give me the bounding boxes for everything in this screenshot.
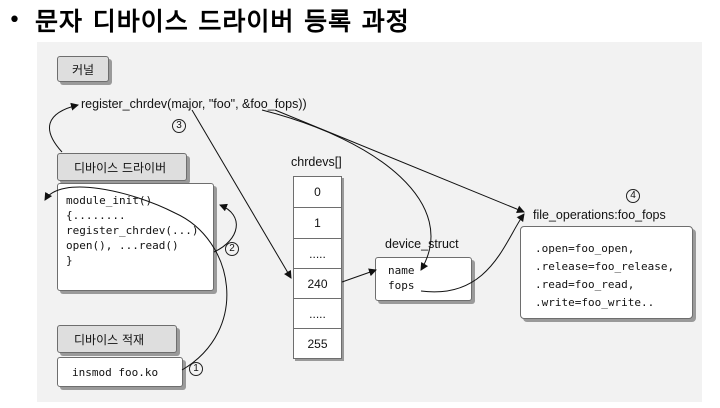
arrow-fops-field-to-fileops [420,213,525,293]
loader-command-box: insmod foo.ko [57,357,183,387]
slide-title: 문자 디바이스 드라이버 등록 과정 [34,7,410,36]
step-4-badge: 4 [626,189,640,203]
fops-entry: .write=foo_write.. [535,296,655,309]
device-struct-label: device_struct [385,237,459,251]
arrow-insmod-to-driver [44,186,228,371]
device-struct-field: fops [388,279,415,292]
arrow-chrdevs-to-struct [341,268,377,283]
chrdevs-cell: 240 [294,269,341,299]
code-line: } [66,254,73,267]
chrdevs-cell: ..... [294,299,341,329]
chrdevs-cell: 1 [294,208,341,239]
driver-label-box: 디바이스 드라이버 [57,153,187,181]
step-1-badge: 1 [189,362,203,376]
fops-entry: .release=foo_release, [535,260,675,273]
fops-entry: .read=foo_read, [535,278,635,291]
code-line: {........ [66,209,126,222]
code-line: open(), ...read() [66,239,179,252]
step-3-badge: 3 [172,119,186,133]
chrdevs-cell: 0 [294,177,341,208]
file-operations-box: .open=foo_open, .release=foo_release, .r… [520,226,693,319]
chrdevs-array: 0 1 ..... 240 ..... 255 [293,176,342,359]
loader-label-box: 디바이스 적재 [57,325,177,353]
chrdevs-cell: 255 [307,336,328,351]
code-line: module_init() [66,194,153,207]
bullet-icon: • [8,7,21,33]
chrdevs-label: chrdevs[] [291,155,342,169]
code-line: register_chrdev(...) [66,224,199,237]
driver-code-box: module_init() {........ register_chrdev(… [57,183,214,291]
kernel-box: 커널 [57,56,109,82]
arrow-register-to-fops [274,109,525,214]
register-chrdev-call: register_chrdev(major, "foo", &foo_fops)… [81,97,307,111]
fops-entry: .open=foo_open, [535,242,635,255]
arrow-driver-loop [213,203,237,253]
arrow-driver-to-register [49,102,79,153]
arrow-register-to-chrdevs [191,109,292,279]
file-operations-label: file_operations:foo_fops [533,208,666,222]
driver-label: 디바이스 드라이버 [74,160,167,175]
chrdevs-cell: ..... [294,239,341,269]
loader-label: 디바이스 적재 [74,332,145,347]
step-2-badge: 2 [225,242,239,256]
device-struct-field: name [388,264,415,277]
device-struct-box: name fops [375,257,472,301]
kernel-label: 커널 [71,62,95,77]
slide-title-bar: • 문자 디바이스 드라이버 등록 과정 [0,0,720,40]
insmod-command: insmod foo.ko [72,365,159,379]
arrow-register-to-name [261,109,432,271]
